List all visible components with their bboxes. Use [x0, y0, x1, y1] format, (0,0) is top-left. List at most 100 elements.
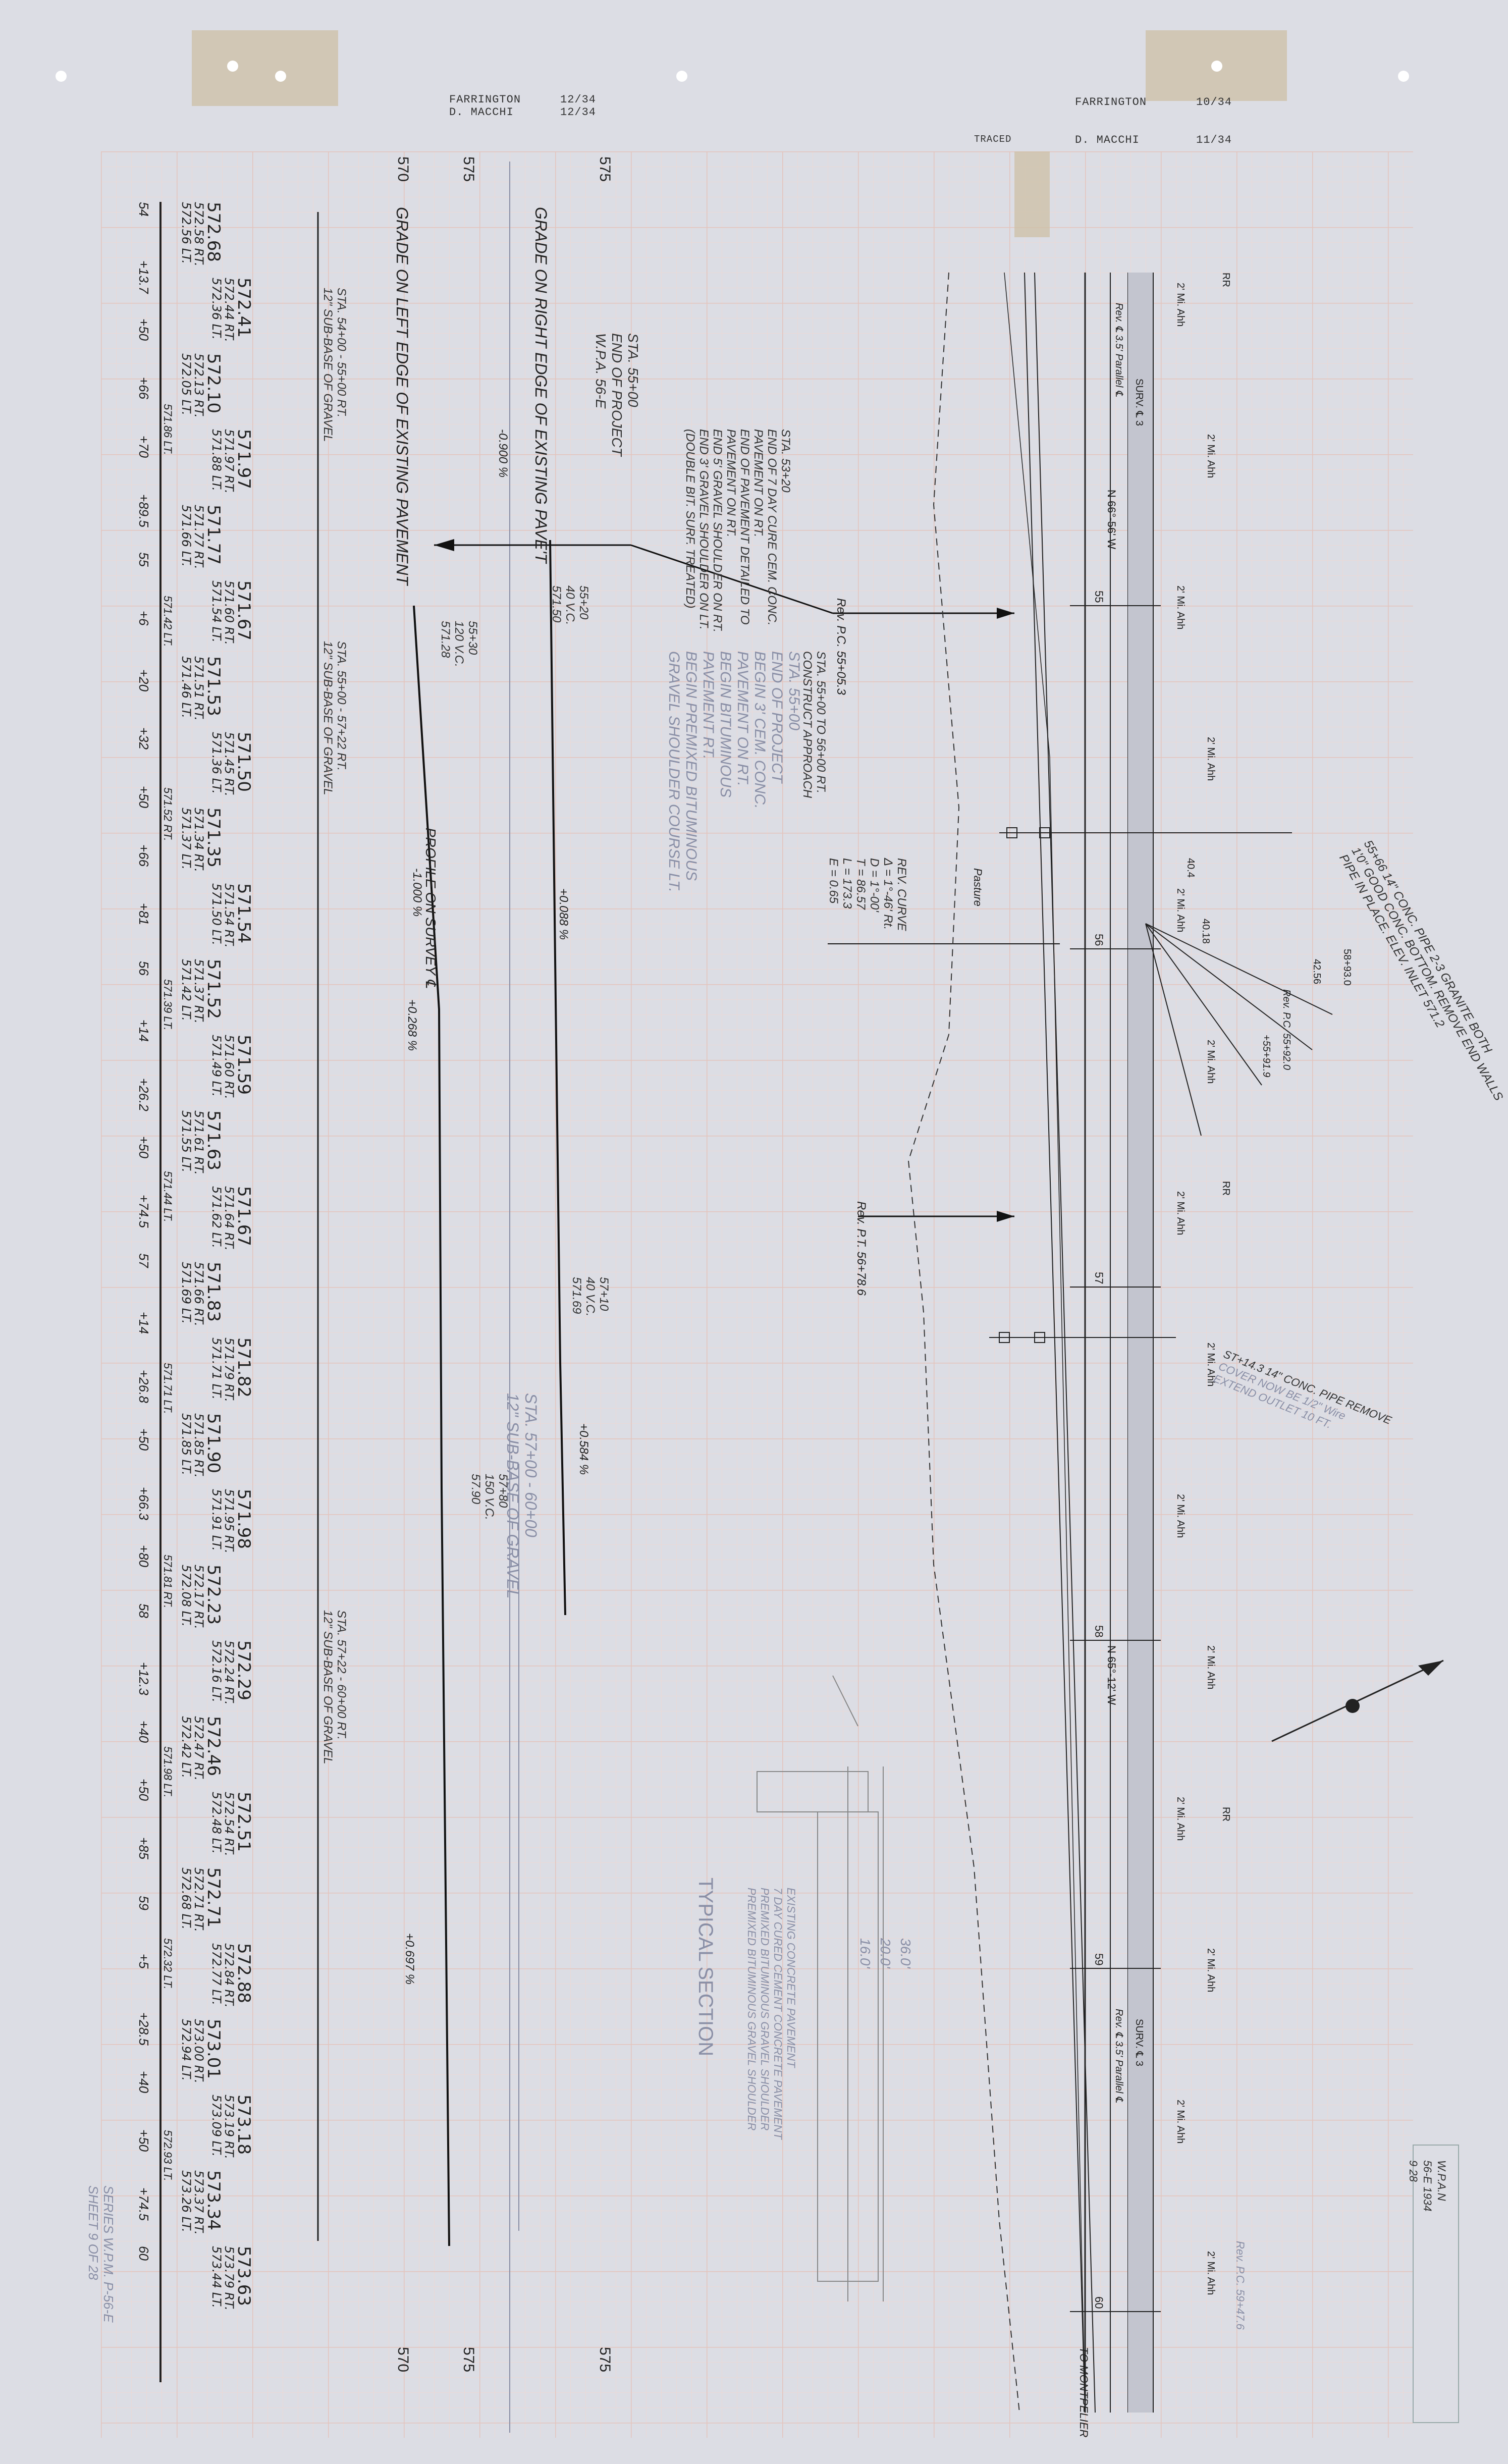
elevation-left: 571.85 LT.: [179, 1413, 193, 1475]
rr-label: RR: [1220, 273, 1231, 287]
grade-pct-2: -1.000 %: [410, 868, 424, 917]
side-elevation-label: 571.86 LT.: [161, 404, 174, 455]
plan-station-label: 55: [1093, 591, 1105, 603]
station-label: +20: [136, 669, 151, 691]
elevation-right: 571.60 RT.: [222, 580, 236, 645]
elevation-right: 571.45 RT.: [222, 732, 236, 796]
elevation-center: 573.18: [234, 2095, 254, 2155]
elev-mark: 40.18: [1200, 919, 1211, 944]
elevation-center: 571.98: [234, 1489, 254, 1549]
elevation-center: 571.50: [234, 732, 254, 792]
station-label: +26.8: [136, 1370, 151, 1404]
elevation-center: 571.52: [203, 959, 224, 1019]
elevation-left: 571.88 LT.: [209, 429, 224, 491]
sub-base-note-2: STA. 55+00 - 57+22 RT.12" SUB-BASE OF GR…: [321, 641, 348, 795]
shoulder-hatch: [1128, 273, 1153, 2413]
elevation-left: 572.08 LT.: [179, 1565, 193, 1627]
elevation-center: 572.46: [203, 1716, 224, 1776]
grade-left-label: GRADE ON LEFT EDGE OF EXISTING PAVEMENT: [393, 207, 411, 585]
station-label: 55: [136, 552, 151, 567]
elevation-left: 572.94 LT.: [179, 2019, 193, 2081]
tape-top-left: [192, 30, 338, 106]
elevation-center: 573.34: [203, 2170, 224, 2230]
elevation-center: 573.01: [203, 2019, 224, 2079]
elevation-center: 571.97: [234, 429, 254, 489]
elevation-right: 571.64 RT.: [222, 1186, 236, 1251]
binder-hole: [1211, 61, 1222, 72]
plan-station-label: 57: [1093, 1272, 1105, 1284]
traced-date-right: 11/34: [1196, 134, 1232, 146]
elevation-right: 571.77 RT.: [192, 505, 206, 569]
traced-date-left: 12/34: [560, 106, 597, 119]
station-label: +28.5: [136, 2012, 151, 2046]
binder-hole: [275, 71, 286, 82]
station-label: +66.3: [136, 1486, 151, 1520]
station-label: +74.5: [136, 2187, 151, 2221]
elevation-center: 571.77: [203, 505, 224, 565]
binder-hole: [227, 61, 238, 72]
station-label: +81: [136, 902, 151, 925]
elevation-center: 571.53: [203, 656, 224, 716]
pipe-culverts: [989, 827, 1292, 1343]
leader-line: [630, 544, 833, 614]
pencil-offset: [1004, 272, 1086, 2413]
survey-label-2: SURV. ℄ 3: [1134, 2019, 1145, 2067]
station-label: +6: [136, 611, 151, 626]
traced-by-left: D. MACCHI: [449, 106, 514, 119]
drawn-by-left: FARRINGTON: [449, 93, 521, 106]
station-label: +74.5: [136, 1195, 151, 1228]
rev-pc-mark: +55+91.9: [1261, 1035, 1272, 1078]
grade-right-label: GRADE ON RIGHT EDGE OF EXISTING PAVE'T: [532, 207, 550, 563]
arrowhead: [997, 608, 1014, 619]
plan-station-label: 59: [1093, 1953, 1105, 1966]
elevation-center: 571.83: [203, 1262, 224, 1322]
elevation-left: 571.55 LT.: [179, 1110, 193, 1172]
station-label: +70: [136, 435, 151, 458]
station-label: +50: [136, 2129, 151, 2152]
rr-label: RR: [1220, 1181, 1231, 1196]
elevation-center: 571.63: [203, 1110, 224, 1170]
elevation-right: 572.71 RT.: [192, 1867, 206, 1932]
arrowhead: [997, 1211, 1014, 1222]
elevation-center: 572.68: [203, 202, 224, 262]
elevation-left: 572.48 LT.: [209, 1792, 224, 1854]
elevation-right: 572.24 RT.: [222, 1640, 236, 1705]
mile-marker-label: 2' Mi. Ahh: [1175, 1797, 1186, 1841]
station-label: +5: [136, 1954, 151, 1969]
elevation-center: 572.41: [234, 278, 254, 338]
station-label: +66: [136, 844, 151, 867]
typical-section-sketch: [757, 1675, 884, 2301]
side-elevation-label: 571.44 LT.: [161, 1171, 174, 1222]
elevation-right: 571.34 RT.: [192, 808, 206, 872]
elevation-left: 571.91 LT.: [209, 1489, 224, 1551]
elevation-right: 573.00 RT.: [192, 2019, 206, 2083]
to-montpelier-label: TO MONTPELIER: [1078, 2347, 1090, 2438]
grade-pct-3: +0.268 %: [405, 999, 419, 1051]
station-label: +40: [136, 2070, 151, 2093]
tape-strip: [1014, 151, 1050, 237]
mile-marker-label: 2' Mi. Ahh: [1175, 2100, 1186, 2144]
elevation-right: 571.85 RT.: [192, 1413, 206, 1478]
station-label: 58: [136, 1603, 151, 1619]
elevation-right: 572.17 RT.: [192, 1565, 206, 1629]
rev-row-label-1: Rev. ℄ 3.5' Parallel ℄: [1113, 303, 1124, 397]
side-elevation-label: 571.81 RT.: [161, 1555, 174, 1609]
elevation-left: 571.46 LT.: [179, 656, 193, 718]
